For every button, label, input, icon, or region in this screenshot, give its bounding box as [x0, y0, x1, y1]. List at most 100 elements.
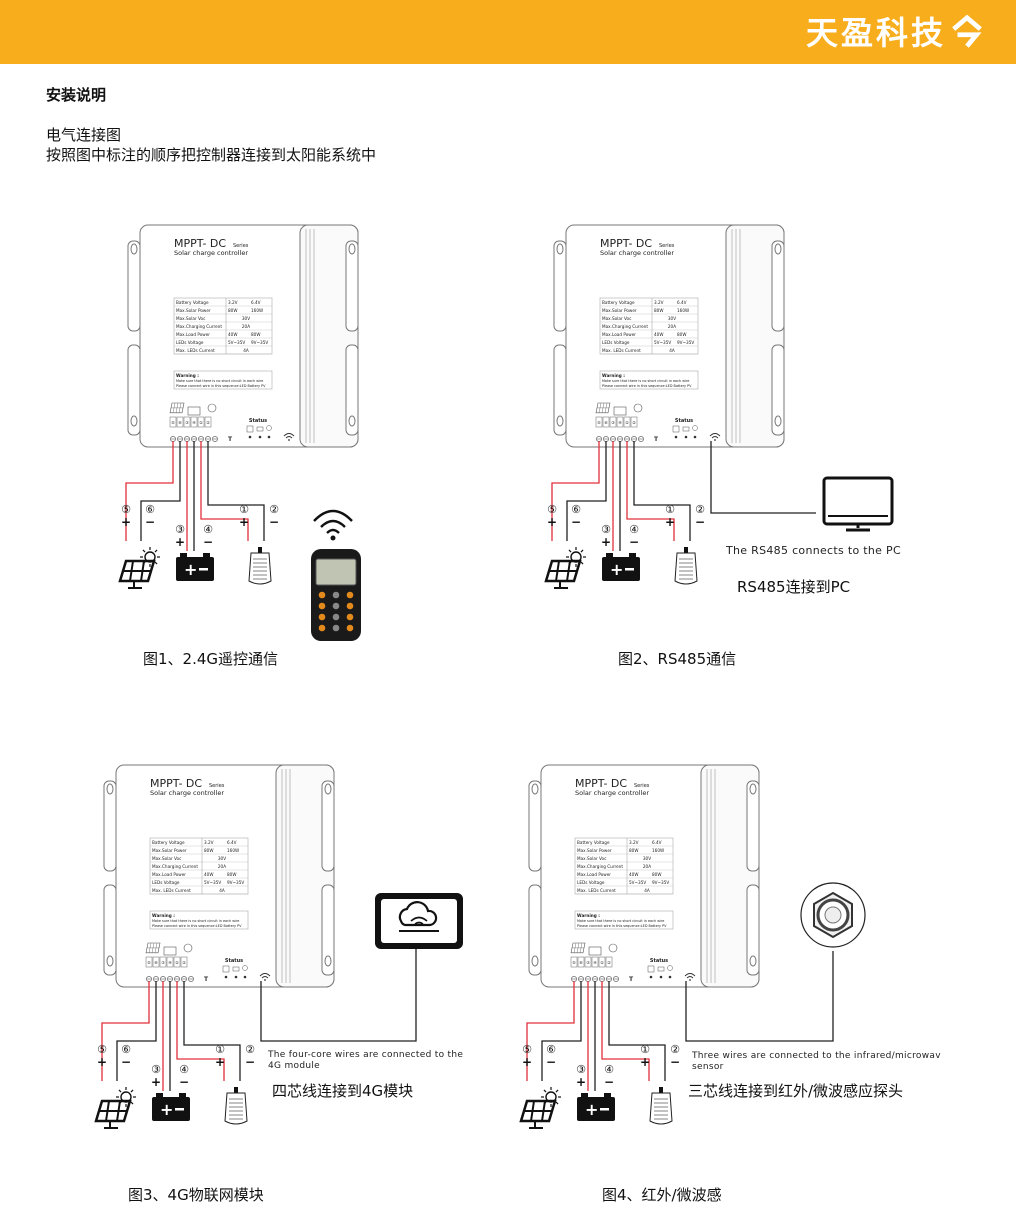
- warning-line: Please connect wire in this sequence:LED…: [602, 384, 692, 388]
- led-lamp-1: [248, 547, 272, 585]
- terminal-label-box: [152, 956, 160, 968]
- spec-value: 40W: [228, 332, 237, 337]
- spec-name: Max.Load Power: [602, 332, 636, 337]
- sun-ray: [142, 561, 146, 565]
- remote-button: [346, 613, 354, 621]
- spec-value: 160W: [652, 848, 664, 853]
- callout-3-sign: +: [576, 1075, 586, 1089]
- callout-5-sign: +: [121, 515, 131, 529]
- sun-ray: [130, 1089, 134, 1093]
- spec-value: 80W: [629, 848, 638, 853]
- callout-5: ⑤: [97, 1043, 107, 1056]
- spec-name: Max.Charging Current: [602, 324, 648, 329]
- callout-1-sign: +: [215, 1055, 225, 1069]
- mount-tab-right-bottom: [345, 344, 359, 436]
- mount-tab-left-top: [553, 240, 567, 332]
- terminal-label: ⑥: [154, 960, 158, 965]
- warning-line: Please connect wire in this sequence:LED…: [176, 384, 266, 388]
- heatsink-panel: [725, 224, 785, 448]
- lamp-stem: [659, 1087, 663, 1093]
- battery-terminal: [629, 553, 636, 557]
- led-lamp-4: [649, 1087, 673, 1125]
- pv-positive-wire: [125, 441, 174, 541]
- callout-3-sign: +: [151, 1075, 161, 1089]
- remote-button: [318, 624, 326, 632]
- load-positive-wire: [176, 981, 225, 1081]
- spec-name: Battery Voltage: [602, 300, 635, 305]
- sun-ray: [154, 561, 158, 565]
- figure-4-note-en-2: sensor: [692, 1062, 724, 1072]
- terminal-label-box: [169, 416, 177, 428]
- spec-name: Max.Charging Current: [577, 864, 623, 869]
- spec-value: 160W: [251, 308, 263, 313]
- wifi-icon: [709, 433, 721, 439]
- wifi-dot: [288, 439, 290, 441]
- load-negative-wire: [183, 981, 241, 1081]
- spec-name: Max.Charging Current: [176, 324, 222, 329]
- status-led: [267, 435, 271, 439]
- spec-name: Battery Voltage: [152, 840, 185, 845]
- spec-value: 3.2V: [654, 300, 664, 305]
- battery-body: [176, 557, 214, 581]
- lamp-stem: [234, 1087, 238, 1093]
- terminal-label-box: [577, 956, 585, 968]
- pv-positive-wire: [101, 981, 150, 1081]
- callout-2-sign: −: [695, 515, 705, 529]
- spec-value: 6.4V: [652, 840, 662, 845]
- battery-terminal: [179, 1093, 186, 1097]
- controller-subtitle: Solar charge controller: [600, 249, 674, 257]
- pv-positive-wire: [526, 981, 575, 1081]
- solar-icon-small: [595, 402, 611, 414]
- solar-panel-line: [129, 560, 134, 582]
- lamp-body: [224, 1092, 248, 1125]
- signal-wave: [326, 528, 340, 534]
- warning-title: Warning :: [176, 373, 199, 378]
- temp-sensor-mark: T: [228, 436, 233, 443]
- spec-value: 3.2V: [228, 300, 238, 305]
- spec-value: 80W: [227, 872, 236, 877]
- battery-icon-small: [613, 406, 627, 416]
- terminal-label-box: [591, 956, 599, 968]
- spec-value: 9V~35V: [652, 880, 669, 885]
- status-led: [649, 975, 653, 979]
- sun-ray: [568, 549, 572, 553]
- remote-screen: [315, 558, 357, 586]
- spec-value: 5V~35V: [629, 880, 646, 885]
- callout-3-sign: +: [601, 535, 611, 549]
- solar-icon-small: [169, 402, 185, 414]
- spec-value: 20A: [242, 324, 250, 329]
- status-solar-icon: [672, 425, 680, 433]
- signal-wave: [320, 519, 346, 528]
- battery-terminal: [581, 1093, 588, 1097]
- page-header: 天盈科技: [0, 0, 1016, 64]
- terminal-callouts: ⑤+⑥−③+④−①+②−: [522, 1043, 680, 1089]
- figure-4-note-cn: 三芯线连接到红外/微波感应探头: [688, 1082, 904, 1100]
- figure-4-note-en-1: Three wires are connected to the infrare…: [692, 1051, 941, 1061]
- terminal-label-box: [616, 416, 624, 428]
- signal-wave: [313, 509, 353, 522]
- terminal-label: ①: [600, 960, 604, 965]
- terminal-label: ⑤: [171, 420, 175, 425]
- spec-value: 80W: [228, 308, 237, 313]
- terminal-label: ⑥: [178, 420, 182, 425]
- callout-6: ⑥: [145, 503, 155, 516]
- mount-tab-right-bottom: [321, 884, 335, 976]
- sun-icon: [120, 1091, 132, 1103]
- controller-subtitle: Solar charge controller: [174, 249, 248, 257]
- load-positive-wire: [626, 441, 675, 541]
- brand-logo-icon: [952, 14, 982, 48]
- load-positive-wire: [200, 441, 249, 541]
- panel-outline: [169, 402, 185, 414]
- battery-terminal: [180, 553, 187, 557]
- figure-3-note-en-1: The four-core wires are connected to the: [268, 1050, 464, 1060]
- terminal-label: ④: [168, 960, 172, 965]
- terminal-label-box: [173, 956, 181, 968]
- status-led: [668, 975, 672, 979]
- battery-minus: [625, 568, 634, 571]
- mount-tab-right-bottom: [771, 344, 785, 436]
- spec-name: Battery Voltage: [577, 840, 610, 845]
- spec-value: 9V~35V: [251, 340, 268, 345]
- spec-name: Battery Voltage: [176, 300, 209, 305]
- terminal-label-box: [176, 416, 184, 428]
